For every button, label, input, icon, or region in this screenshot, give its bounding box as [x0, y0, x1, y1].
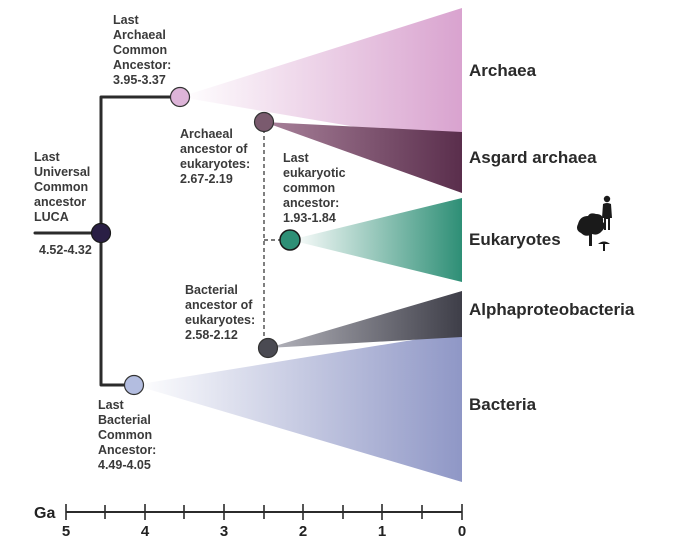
luca-label-line-4: ancestor: [34, 195, 86, 209]
archaeal-ancestor-label-line-2: ancestor of: [180, 142, 248, 156]
bacterial-ancestor-label: Bacterial ancestor of eukaryotes: 2.58-2…: [185, 283, 255, 342]
leca-label-line-1: Last: [283, 151, 310, 165]
luca-label-line-5: LUCA: [34, 210, 69, 224]
luca-label-line-1: Last: [34, 150, 61, 164]
archaeal-ancestor-label-line-4: 2.67-2.19: [180, 172, 233, 186]
clade-label-asgard-archaea: Asgard archaea: [469, 148, 597, 167]
archaea-wedge: [180, 8, 462, 145]
last-eukaryotic-common-ancestor-node[interactable]: [279, 229, 301, 251]
clade-label-bacteria: Bacteria: [469, 395, 537, 414]
laca-label-line-4: Ancestor:: [113, 58, 171, 72]
time-axis-tick-label: 1: [378, 523, 386, 540]
alphaproteobacteria-wedge: [268, 291, 462, 348]
time-axis: Ga 5 4 3 2 1 0: [34, 504, 466, 540]
time-axis-tick-label: 4: [141, 523, 150, 540]
bacterial-ancestor-label-line-4: 2.58-2.12: [185, 328, 238, 342]
leca-label: Last eukaryotic common ancestor: 1.93-1.…: [283, 151, 346, 225]
bacterial-ancestor-label-line-1: Bacterial: [185, 283, 238, 297]
bacterial-ancestor-label-line-2: ancestor of: [185, 298, 253, 312]
clade-label-alphaproteobacteria: Alphaproteobacteria: [469, 300, 635, 319]
laca-label-line-2: Archaeal: [113, 28, 166, 42]
luca-label-line-3: Common: [34, 180, 88, 194]
bacteria-wedge: [134, 332, 462, 482]
luca-label-line-2: Universal: [34, 165, 90, 179]
clade-label-eukaryotes: Eukaryotes: [469, 230, 561, 249]
archaeal-ancestor-label-line-3: eukaryotes:: [180, 157, 250, 171]
last-bacterial-common-ancestor-node[interactable]: [123, 374, 145, 396]
lbca-label: Last Bacterial Common Ancestor: 4.49-4.0…: [98, 398, 156, 472]
leca-label-line-2: eukaryotic: [283, 166, 346, 180]
leca-label-line-5: 1.93-1.84: [283, 211, 336, 225]
time-axis-tick-label: 0: [458, 523, 466, 540]
last-archaeal-common-ancestor-node[interactable]: [169, 86, 191, 108]
laca-label-line-1: Last: [113, 13, 140, 27]
archaeal-ancestor-of-eukaryotes-node[interactable]: [253, 111, 275, 133]
leca-label-line-4: ancestor:: [283, 196, 339, 210]
time-axis-ticks: [65, 504, 463, 520]
time-axis-tick-label: 2: [299, 523, 307, 540]
tree-branches: [33, 95, 182, 387]
lbca-label-line-2: Bacterial: [98, 413, 151, 427]
clade-label-archaea: Archaea: [469, 61, 537, 80]
time-axis-tick-label: 3: [220, 523, 228, 540]
luca-label: Last Universal Common ancestor LUCA 4.52…: [34, 150, 92, 257]
lbca-label-line-5: 4.49-4.05: [98, 458, 151, 472]
human-tree-mushroom-icon: [577, 195, 612, 251]
bacterial-ancestor-of-eukaryotes-node[interactable]: [257, 337, 279, 359]
main-split-branch: [99, 95, 182, 387]
laca-label: Last Archaeal Common Ancestor: 3.95-3.37: [113, 13, 171, 87]
asgard-wedge: [264, 122, 462, 193]
archaeal-ancestor-label: Archaeal ancestor of eukaryotes: 2.67-2.…: [180, 127, 250, 186]
archaeal-ancestor-label-line-1: Archaeal: [180, 127, 233, 141]
time-axis-tick-label: 5: [62, 523, 70, 540]
laca-label-line-3: Common: [113, 43, 167, 57]
lbca-label-line-4: Ancestor:: [98, 443, 156, 457]
lbca-label-line-1: Last: [98, 398, 125, 412]
luca-age-label: 4.52-4.32: [39, 243, 92, 257]
luca-node[interactable]: [90, 222, 112, 244]
lbca-label-line-3: Common: [98, 428, 152, 442]
time-axis-unit: Ga: [34, 505, 55, 522]
bacterial-ancestor-label-line-3: eukaryotes:: [185, 313, 255, 327]
eukaryotes-wedge: [290, 198, 462, 282]
leca-label-line-3: common: [283, 181, 335, 195]
laca-label-line-5: 3.95-3.37: [113, 73, 166, 87]
